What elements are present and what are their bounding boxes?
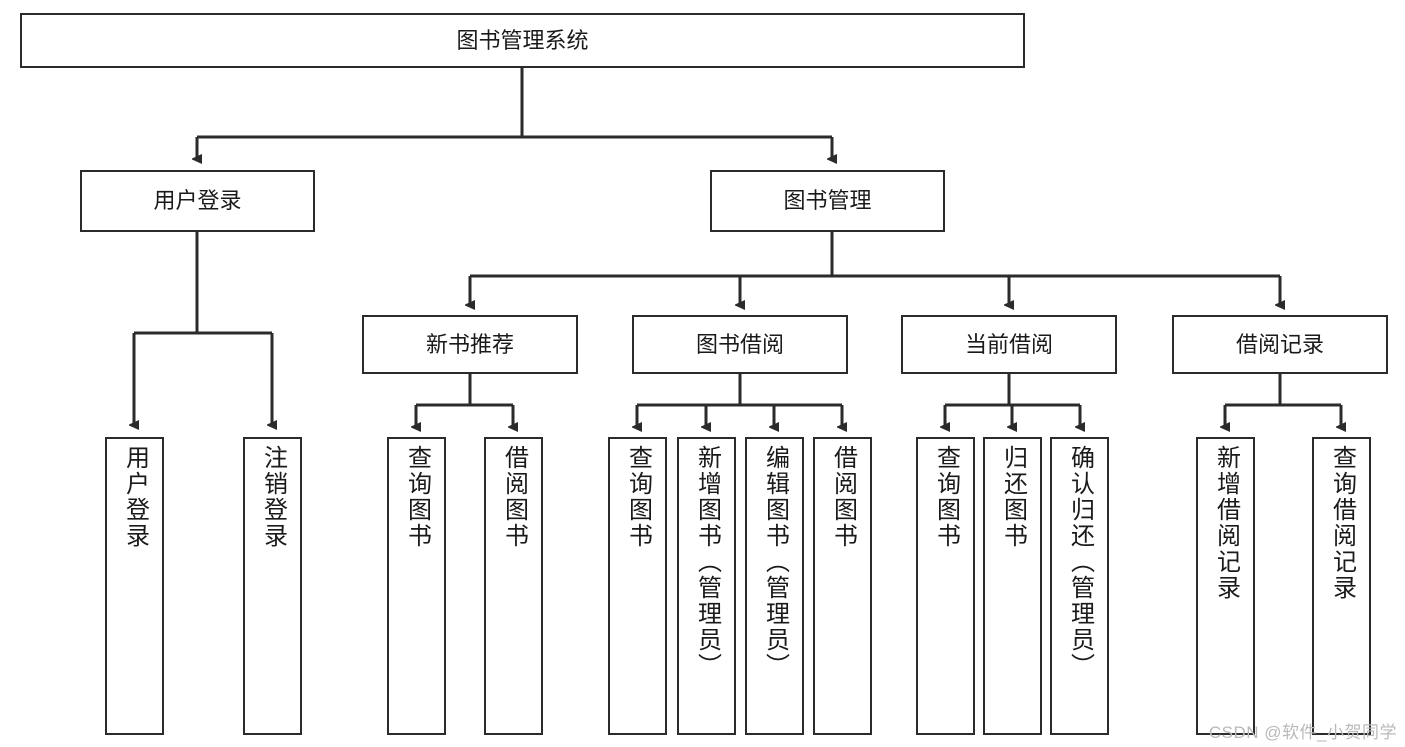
leaf-user-login-signin[interactable]: 用户登录 [105,437,164,735]
leaf-book-borrow-edit[interactable]: 编辑图书（管理员） [745,437,804,735]
leaf-current-borrow-confirm-return[interactable]: 确认归还（管理员） [1050,437,1109,735]
leaf-new-book-borrow[interactable]: 借阅图书 [484,437,543,735]
node-label: 注销登录 [259,445,287,549]
node-label: 借阅图书 [829,445,857,549]
node-label: 确认归还（管理员） [1066,445,1094,679]
node-user-login[interactable]: 用户登录 [80,170,315,232]
node-label: 新增借阅记录 [1212,445,1240,601]
node-label: 用户登录 [121,445,149,549]
node-label: 归还图书 [999,445,1027,549]
leaf-book-borrow-add[interactable]: 新增图书（管理员） [677,437,736,735]
node-book-management[interactable]: 图书管理 [710,170,945,232]
node-borrow-record[interactable]: 借阅记录 [1172,315,1388,374]
node-label: 用户登录 [153,188,242,214]
node-label: 图书管理系统 [456,27,589,53]
leaf-book-borrow-borrow[interactable]: 借阅图书 [813,437,872,735]
node-label: 借阅记录 [1235,331,1324,357]
leaf-new-book-query[interactable]: 查询图书 [387,437,446,735]
node-current-borrow[interactable]: 当前借阅 [901,315,1117,374]
node-label: 图书管理 [783,188,872,214]
node-label: 编辑图书（管理员） [761,445,789,679]
leaf-borrow-record-query[interactable]: 查询借阅记录 [1312,437,1371,735]
node-book-borrow[interactable]: 图书借阅 [632,315,848,374]
node-label: 新增图书（管理员） [693,445,721,679]
csdn-watermark: CSDN @软件_小贺同学 [1208,723,1397,742]
node-root-system[interactable]: 图书管理系统 [20,13,1025,68]
node-label: 查询图书 [932,445,960,549]
leaf-user-login-signout[interactable]: 注销登录 [243,437,302,735]
node-new-book-recommend[interactable]: 新书推荐 [362,315,578,374]
node-label: 新书推荐 [425,331,514,357]
node-label: 借阅图书 [500,445,528,549]
node-label: 查询借阅记录 [1328,445,1356,601]
leaf-borrow-record-add[interactable]: 新增借阅记录 [1196,437,1255,735]
node-label: 查询图书 [624,445,652,549]
node-label: 当前借阅 [964,331,1053,357]
node-label: 查询图书 [403,445,431,549]
leaf-book-borrow-query[interactable]: 查询图书 [608,437,667,735]
leaf-current-borrow-query[interactable]: 查询图书 [916,437,975,735]
leaf-current-borrow-return[interactable]: 归还图书 [983,437,1042,735]
node-label: 图书借阅 [695,331,784,357]
